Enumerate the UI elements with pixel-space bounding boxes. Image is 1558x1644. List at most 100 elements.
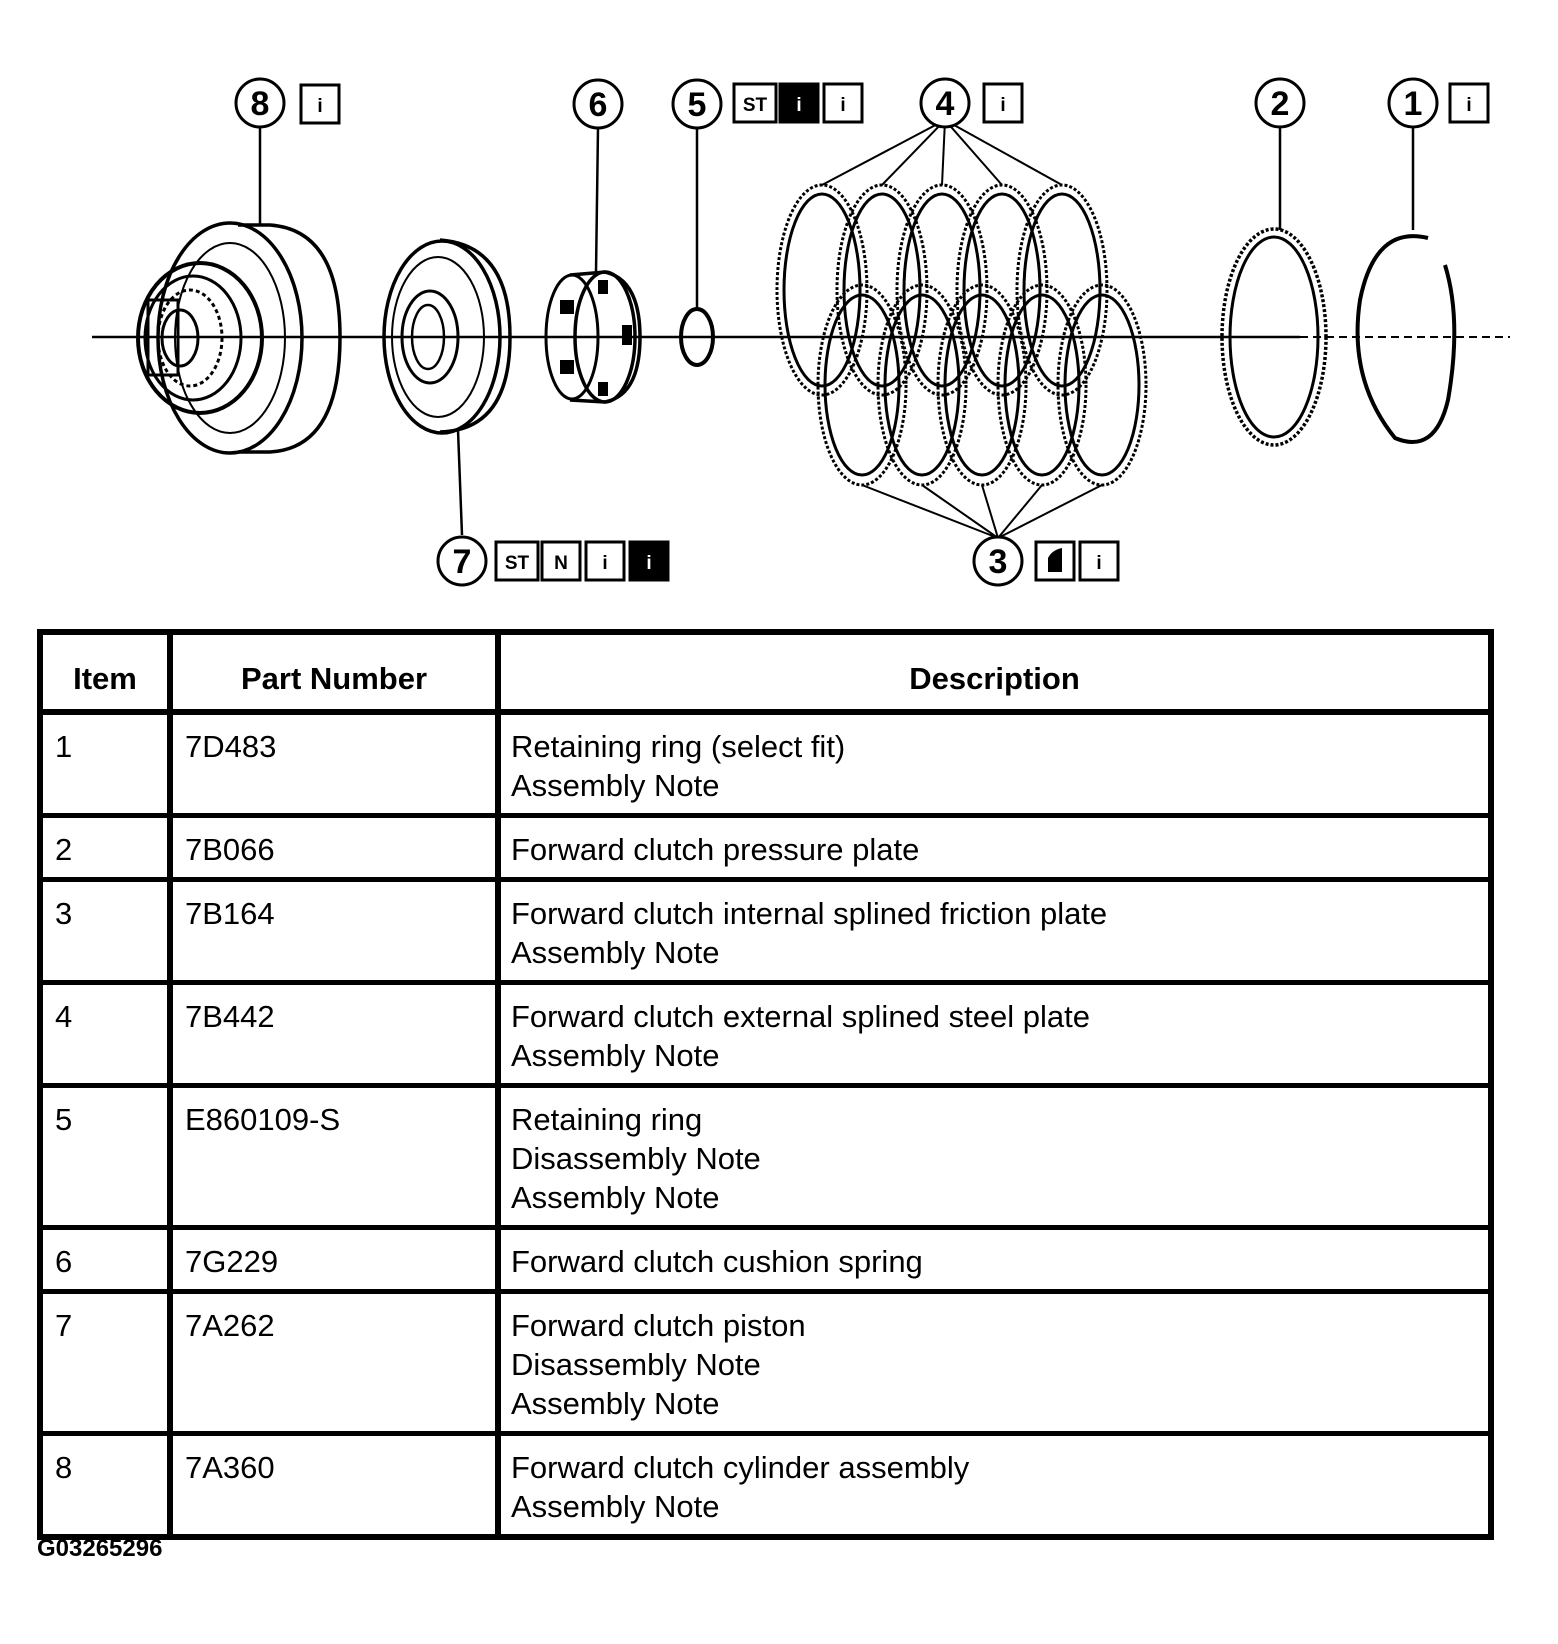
table-header-row: Item Part Number Description xyxy=(37,632,1494,715)
cell-item: 5 xyxy=(37,1085,173,1230)
cell-part-number: 7D483 xyxy=(167,712,501,818)
cell-description: Retaining ring (select fit) Assembly Note xyxy=(495,712,1494,818)
callout-5: 5 ST i i xyxy=(671,78,864,130)
part-2-pressure-plate-illustration xyxy=(1220,227,1328,447)
cell-description: Forward clutch cushion spring xyxy=(495,1227,1494,1294)
note-link[interactable]: Assembly Note xyxy=(511,1489,720,1524)
new-part-badge-icon[interactable]: N xyxy=(540,540,582,582)
header-part-number: Part Number xyxy=(167,632,501,715)
svg-text:5: 5 xyxy=(688,86,707,124)
cell-item: 2 xyxy=(37,815,173,882)
note-link[interactable]: Disassembly Note xyxy=(511,1141,761,1176)
info-badge-icon[interactable]: i xyxy=(1078,540,1120,582)
description-text: Forward clutch external splined steel pl… xyxy=(511,999,1090,1034)
svg-text:i: i xyxy=(1000,95,1005,116)
cell-part-number: 7A262 xyxy=(167,1291,501,1436)
exploded-parts-diagram: 8 i 6 5 ST i i 4 i 2 xyxy=(92,77,1510,587)
info-badge-icon[interactable]: i xyxy=(822,82,864,124)
cell-item: 7 xyxy=(37,1291,173,1436)
special-tool-badge-icon[interactable]: ST xyxy=(494,540,540,582)
svg-text:8: 8 xyxy=(251,85,270,123)
cell-part-number: 7G229 xyxy=(167,1227,501,1294)
svg-text:2: 2 xyxy=(1271,85,1290,123)
svg-text:i: i xyxy=(840,95,845,116)
part-8-cylinder-illustration xyxy=(136,221,342,455)
svg-text:i: i xyxy=(602,553,607,574)
cell-item: 1 xyxy=(37,712,173,818)
svg-text:ST: ST xyxy=(505,553,530,574)
callout-2: 2 xyxy=(1254,77,1306,129)
svg-text:4: 4 xyxy=(936,85,955,123)
info-badge-icon[interactable]: i xyxy=(1448,82,1490,124)
svg-text:N: N xyxy=(554,553,568,574)
note-link[interactable]: Assembly Note xyxy=(511,1180,720,1215)
cell-part-number: E860109-S xyxy=(167,1085,501,1230)
figure-id: G03265296 xyxy=(37,1535,163,1562)
leader-6 xyxy=(594,127,600,273)
svg-text:7: 7 xyxy=(453,543,472,581)
leader-7 xyxy=(456,429,464,536)
callout-7: 7 ST N i i xyxy=(436,535,670,587)
svg-text:i: i xyxy=(1466,95,1471,116)
cell-part-number: 7B164 xyxy=(167,879,501,985)
cell-part-number: 7B442 xyxy=(167,982,501,1088)
description-text: Forward clutch piston xyxy=(511,1308,806,1343)
cell-part-number: 7A360 xyxy=(167,1433,501,1537)
description-text: Forward clutch internal splined friction… xyxy=(511,896,1108,931)
lubricant-badge-icon[interactable] xyxy=(1034,540,1076,582)
cell-item: 6 xyxy=(37,1227,173,1294)
svg-text:3: 3 xyxy=(989,543,1008,581)
svg-text:1: 1 xyxy=(1404,85,1423,123)
note-link[interactable]: Assembly Note xyxy=(511,1038,720,1073)
special-tool-badge-icon[interactable]: ST xyxy=(732,82,778,124)
info-badge-icon[interactable]: i xyxy=(299,83,341,125)
info-badge-icon[interactable]: i xyxy=(584,540,626,582)
cell-description: Forward clutch external splined steel pl… xyxy=(495,982,1494,1088)
info-badge-icon[interactable]: i xyxy=(982,82,1024,124)
callout-6: 6 xyxy=(572,78,624,130)
description-text: Forward clutch pressure plate xyxy=(511,832,920,867)
svg-text:6: 6 xyxy=(589,86,608,124)
cell-item: 8 xyxy=(37,1433,173,1537)
cell-item: 4 xyxy=(37,982,173,1088)
svg-text:i: i xyxy=(317,96,322,117)
header-description: Description xyxy=(495,632,1494,715)
note-link[interactable]: Assembly Note xyxy=(511,1386,720,1421)
note-link[interactable]: Assembly Note xyxy=(511,935,720,970)
leaders-3 xyxy=(861,484,1103,539)
info-badge-filled-icon[interactable]: i xyxy=(628,540,670,582)
description-text: Forward clutch cylinder assembly xyxy=(511,1450,970,1485)
callout-8: 8 i xyxy=(234,77,341,129)
svg-text:i: i xyxy=(1096,553,1101,574)
note-link[interactable]: Disassembly Note xyxy=(511,1347,761,1382)
cell-part-number: 7B066 xyxy=(167,815,501,882)
cell-description: Forward clutch internal splined friction… xyxy=(495,879,1494,985)
svg-text:i: i xyxy=(796,95,801,116)
description-text: Forward clutch cushion spring xyxy=(511,1244,923,1279)
header-item: Item xyxy=(37,632,173,715)
description-text: Retaining ring xyxy=(511,1102,703,1137)
leaders-4 xyxy=(821,119,1063,186)
callout-4: 4 i xyxy=(919,77,1024,129)
info-badge-filled-icon[interactable]: i xyxy=(778,82,820,124)
svg-text:i: i xyxy=(646,553,651,574)
part-7-piston-illustration xyxy=(382,238,512,435)
callout-3: 3 i xyxy=(972,535,1120,587)
description-text: Retaining ring (select fit) xyxy=(511,729,846,764)
callout-1: 1 i xyxy=(1387,77,1490,129)
part-6-spring-illustration xyxy=(544,270,642,404)
note-link[interactable]: Assembly Note xyxy=(511,768,720,803)
